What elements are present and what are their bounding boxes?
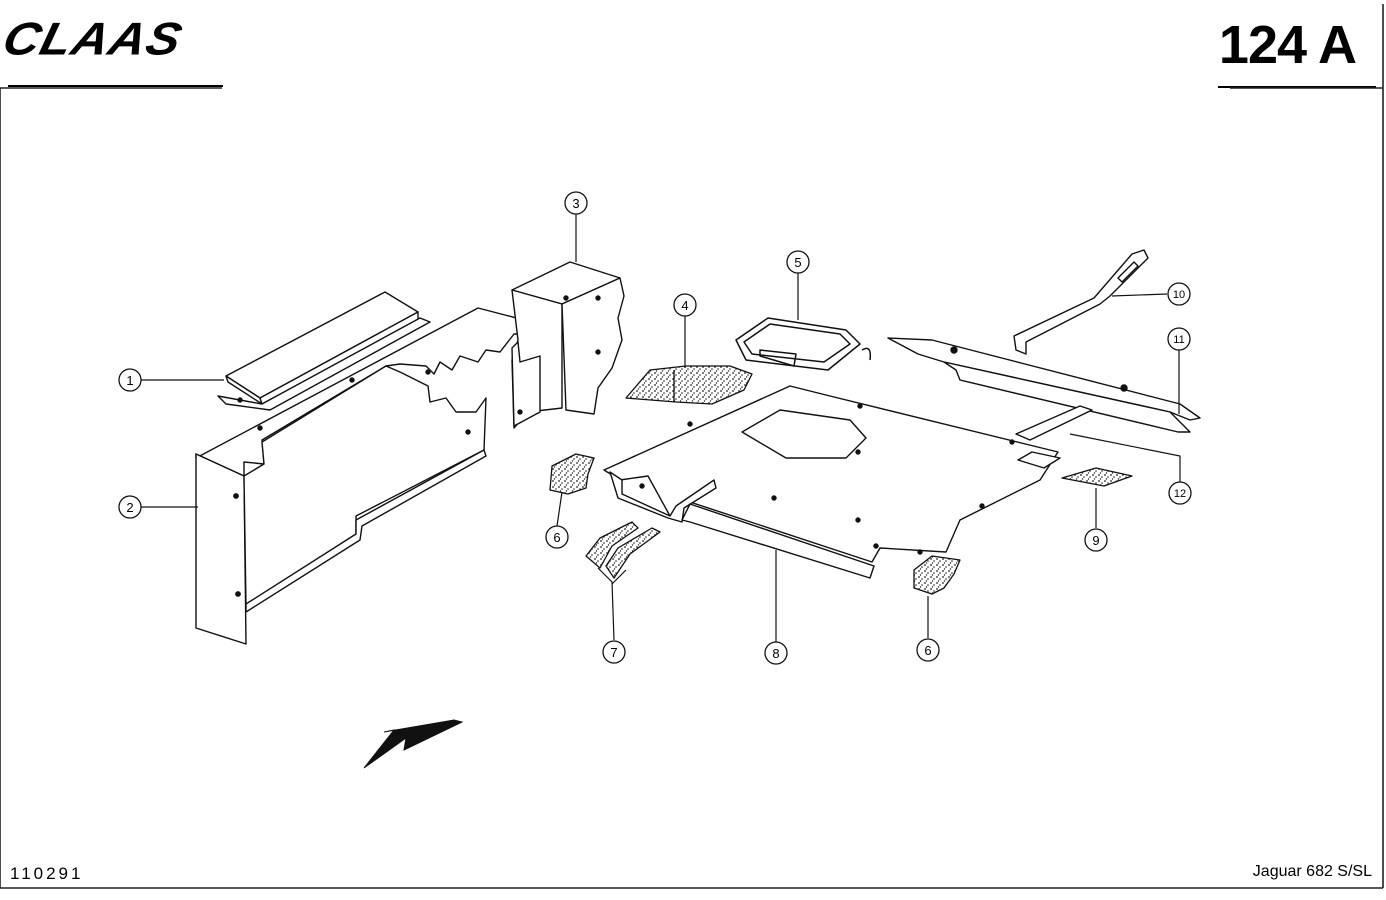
callout-11: 11: [1167, 327, 1191, 351]
svg-text:5: 5: [794, 255, 801, 270]
part-3-upright-housing: [511, 261, 625, 429]
part-5-frame-ring: [735, 317, 872, 371]
direction-arrow-icon: [363, 719, 464, 769]
callout-4: 4: [673, 293, 697, 317]
svg-text:6: 6: [924, 643, 931, 658]
sheet-border: [0, 4, 1384, 889]
callout-5: 5: [786, 250, 810, 274]
page-code-underline: [1218, 86, 1376, 88]
part-9-small-pad: [1061, 467, 1133, 487]
part-12-strap: [1015, 405, 1093, 441]
callout-7: 7: [602, 640, 626, 664]
svg-text:4: 4: [681, 298, 688, 313]
svg-text:8: 8: [772, 646, 779, 661]
part-2-side-panel: [195, 307, 533, 645]
part-6-pad-right: [913, 555, 961, 595]
svg-text:6: 6: [553, 530, 560, 545]
callout-2: 2: [118, 495, 142, 519]
part-1-box-cover: [217, 291, 431, 411]
part-7-pad-pair: [585, 521, 661, 579]
callout-6-right: 6: [916, 638, 940, 662]
part-4-floor-mat: [625, 365, 753, 405]
svg-text:11: 11: [1173, 334, 1184, 346]
callout-1: 1: [118, 368, 142, 392]
callout-3: 3: [564, 191, 588, 215]
drawing-number: 110291: [10, 864, 84, 883]
callout-6-left: 6: [545, 525, 569, 549]
leader-lines: [141, 214, 1181, 642]
callout-12: 12: [1168, 481, 1192, 505]
page-code: 124 A: [1218, 15, 1357, 75]
svg-text:10: 10: [1173, 289, 1185, 301]
model-name: Jaguar 682 S/SL: [1252, 863, 1372, 880]
svg-text:3: 3: [572, 196, 579, 211]
svg-text:12: 12: [1174, 488, 1186, 500]
brand-logo: CLAAS: [0, 13, 226, 88]
part-11-rail: [887, 337, 1201, 433]
part-8-floor-plate: [603, 385, 1061, 579]
svg-text:1: 1: [126, 373, 133, 388]
callout-10: 10: [1167, 282, 1191, 306]
svg-text:9: 9: [1092, 533, 1099, 548]
part-10-bracket: [1013, 249, 1149, 355]
part-6-pad-left: [549, 453, 595, 495]
svg-text:7: 7: [610, 645, 617, 660]
svg-text:2: 2: [126, 500, 133, 515]
callout-9: 9: [1084, 528, 1108, 552]
callout-8: 8: [764, 641, 788, 665]
logo-underline: [8, 85, 223, 87]
